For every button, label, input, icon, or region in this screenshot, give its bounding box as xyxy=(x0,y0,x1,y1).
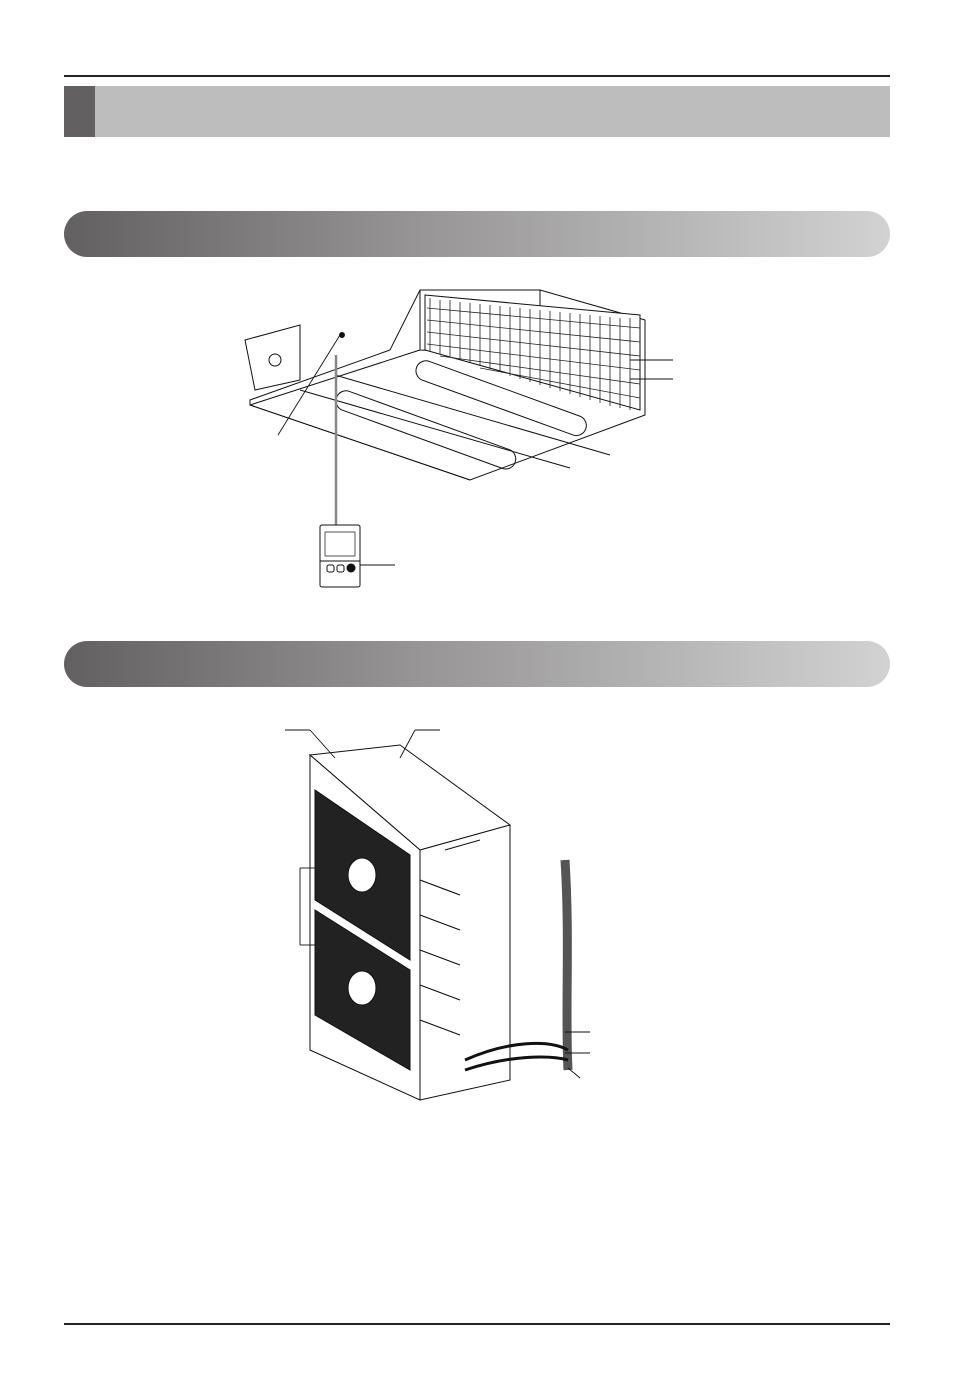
callout-lines xyxy=(285,729,590,1079)
side-panel-louvers xyxy=(419,879,461,1036)
fan-grille-upper xyxy=(314,789,411,961)
wired-remote-controller-icon xyxy=(319,524,361,588)
section-header-outdoor-unit xyxy=(64,641,890,687)
indoor-unit-illustration xyxy=(244,289,673,588)
fan-grille-lower xyxy=(314,909,411,1071)
section-header-indoor-unit xyxy=(64,211,890,257)
page-title-tab xyxy=(64,86,95,137)
indoor-unit-body xyxy=(244,289,646,481)
page-title-bar xyxy=(64,86,890,137)
footer-rule xyxy=(64,1323,890,1325)
outdoor-unit-illustration xyxy=(285,729,590,1101)
piping-and-insulation xyxy=(464,859,573,1072)
header-rule xyxy=(64,75,890,77)
callout-lines xyxy=(277,332,673,566)
